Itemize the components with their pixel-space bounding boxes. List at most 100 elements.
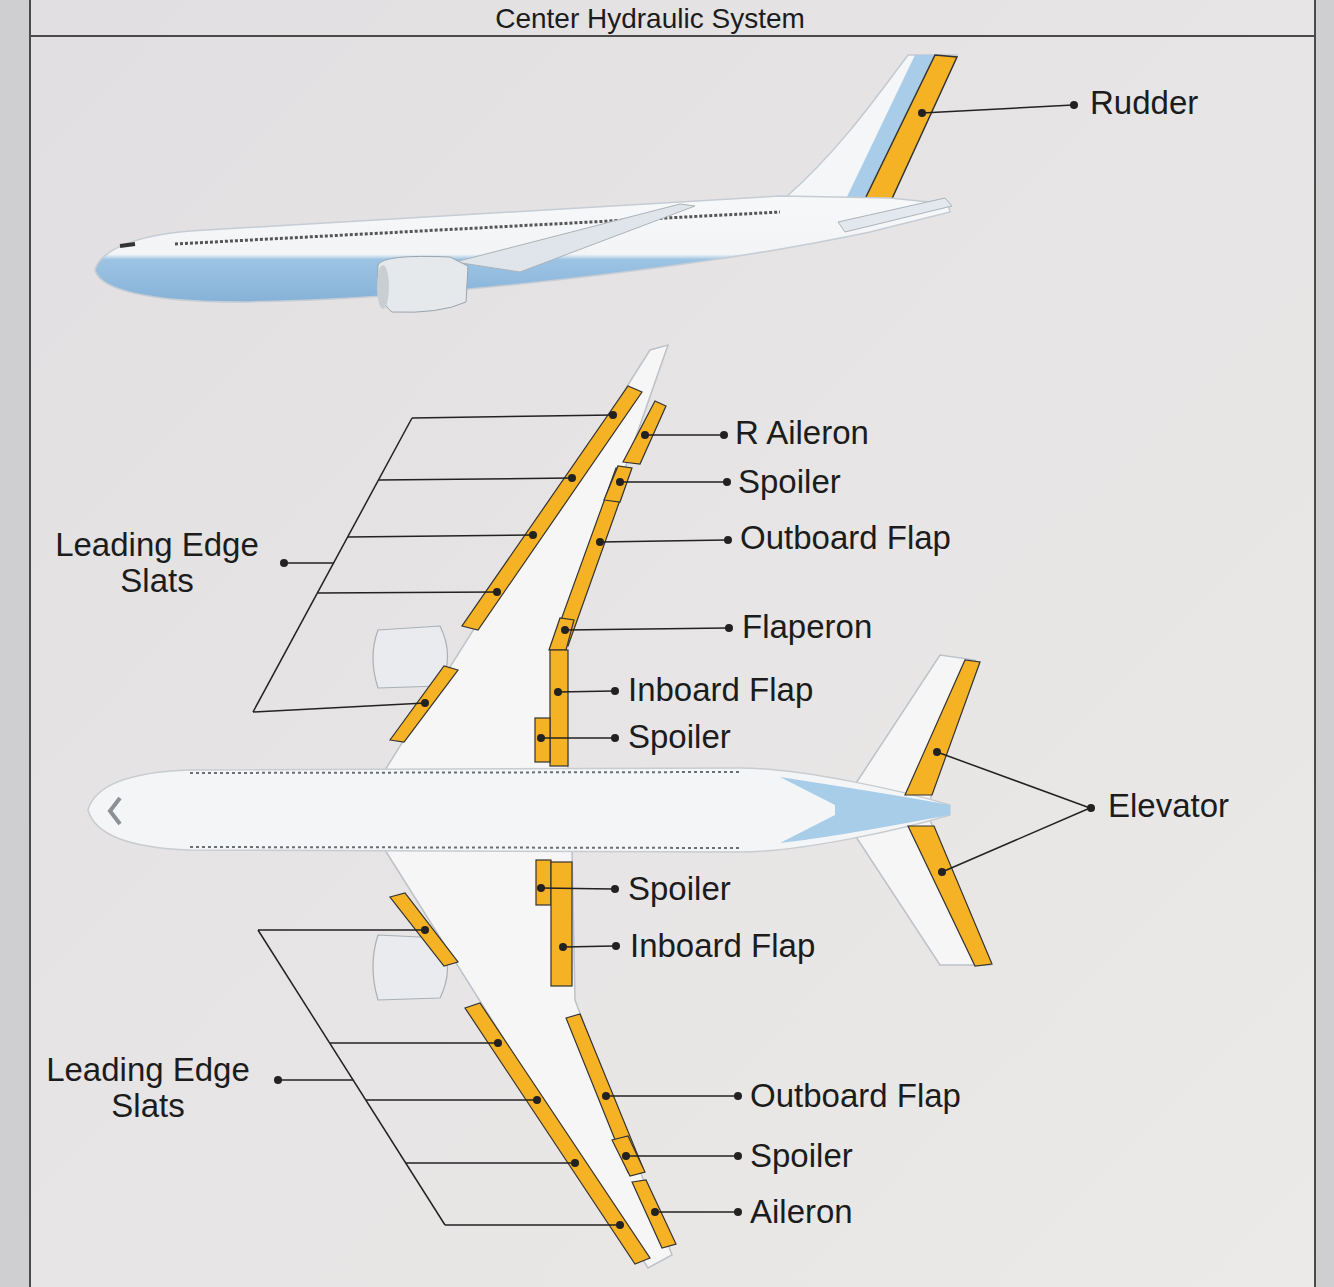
part-label: Leading Edge Slats [28,1052,268,1125]
leader-line [541,888,613,889]
callout-dot [494,1039,502,1047]
callout-dot [559,943,567,951]
callout-dot [554,688,562,696]
window-row [175,212,780,244]
leader-line [626,1155,736,1157]
vertical-fin [785,55,957,203]
window-row [190,772,740,773]
flap-surface [550,650,568,766]
diagram-title: Center Hydraulic System [495,4,805,35]
callout-dot [734,1092,742,1100]
leader-line [565,628,727,630]
callout-dot [1070,101,1078,109]
flaperon-surface [549,618,574,650]
left-wing [385,850,672,1268]
leader-line [541,737,613,739]
window-row [190,847,740,848]
part-label: Spoiler [738,464,841,500]
part-label: Inboard Flap [628,672,813,708]
callout-dot [611,687,619,695]
callout-dot [616,478,624,486]
spoiler-surface [604,466,632,502]
elevator-surface [908,826,992,966]
part-label: Flaperon [742,609,872,645]
callout-dot [568,474,576,482]
part-label: Elevator [1108,788,1229,824]
bracket-line [284,562,334,564]
callout-dot [933,748,941,756]
side-wing [455,204,695,272]
callout-dot [651,1208,659,1216]
bracket-line [406,1162,575,1164]
bracket-line [348,535,533,537]
leader-line [563,946,614,947]
part-label: Spoiler [750,1138,853,1174]
callout-dot [611,734,619,742]
callout-dot [622,1152,630,1160]
part-label: Leading Edge Slats [37,527,277,600]
leader-line [942,808,1090,872]
callout-dot [529,531,537,539]
part-label: Spoiler [628,871,731,907]
part-label: Outboard Flap [750,1078,961,1114]
bracket-line [366,1099,537,1101]
bracket-line [412,415,613,418]
callout-dot [938,868,946,876]
callout-dot [723,478,731,486]
callout-dot [421,926,429,934]
callout-dot [641,431,649,439]
aileron-surface [632,1180,676,1248]
leader-line [606,1095,736,1097]
callout-dot [571,1159,579,1167]
part-label: Outboard Flap [740,520,951,556]
callout-dot [616,1221,624,1229]
cockpit-window [120,244,135,246]
elevator-surface [905,660,980,795]
callout-dot [561,626,569,634]
callout-dot [533,1096,541,1104]
callout-dot [280,559,288,567]
right-wing [385,345,668,770]
leader-line [922,105,1073,113]
callout-dot [537,734,545,742]
callout-dot [720,431,728,439]
bracket-line [330,1042,498,1044]
leader-line [558,691,613,692]
part-label: Aileron [750,1194,853,1230]
callout-dot [493,588,501,596]
leader-line [645,434,722,436]
nose-mark [110,798,120,824]
spoiler-surface [535,718,550,762]
panel-frame [30,0,1315,1287]
leader-line [937,752,1090,808]
callout-dot [537,884,545,892]
leader-line [655,1211,736,1213]
bracket-line [445,1224,620,1226]
part-label: Spoiler [628,719,731,755]
side-engine [378,256,468,312]
callout-dot [274,1076,282,1084]
part-label: Rudder [1090,85,1198,121]
flap-surface [551,862,572,986]
title-divider [30,35,1315,37]
callout-dot [611,885,619,893]
callout-dot [609,411,617,419]
callout-dot [734,1208,742,1216]
callout-dot [724,536,732,544]
side-stabilizer [838,198,952,232]
leader-line [600,540,726,542]
spoiler-surface [536,860,551,905]
callout-dot [1087,804,1095,812]
callout-dot [725,624,733,632]
bracket-line [258,930,445,1225]
rudder-surface [864,55,957,203]
part-label: R Aileron [735,415,869,451]
top-fuselage [88,768,950,852]
callout-dot [602,1092,610,1100]
bracket-line [278,1079,353,1081]
side-fuselage [95,196,950,302]
callout-dot [596,538,604,546]
aileron-surface [623,401,666,464]
bracket-line [379,478,572,480]
